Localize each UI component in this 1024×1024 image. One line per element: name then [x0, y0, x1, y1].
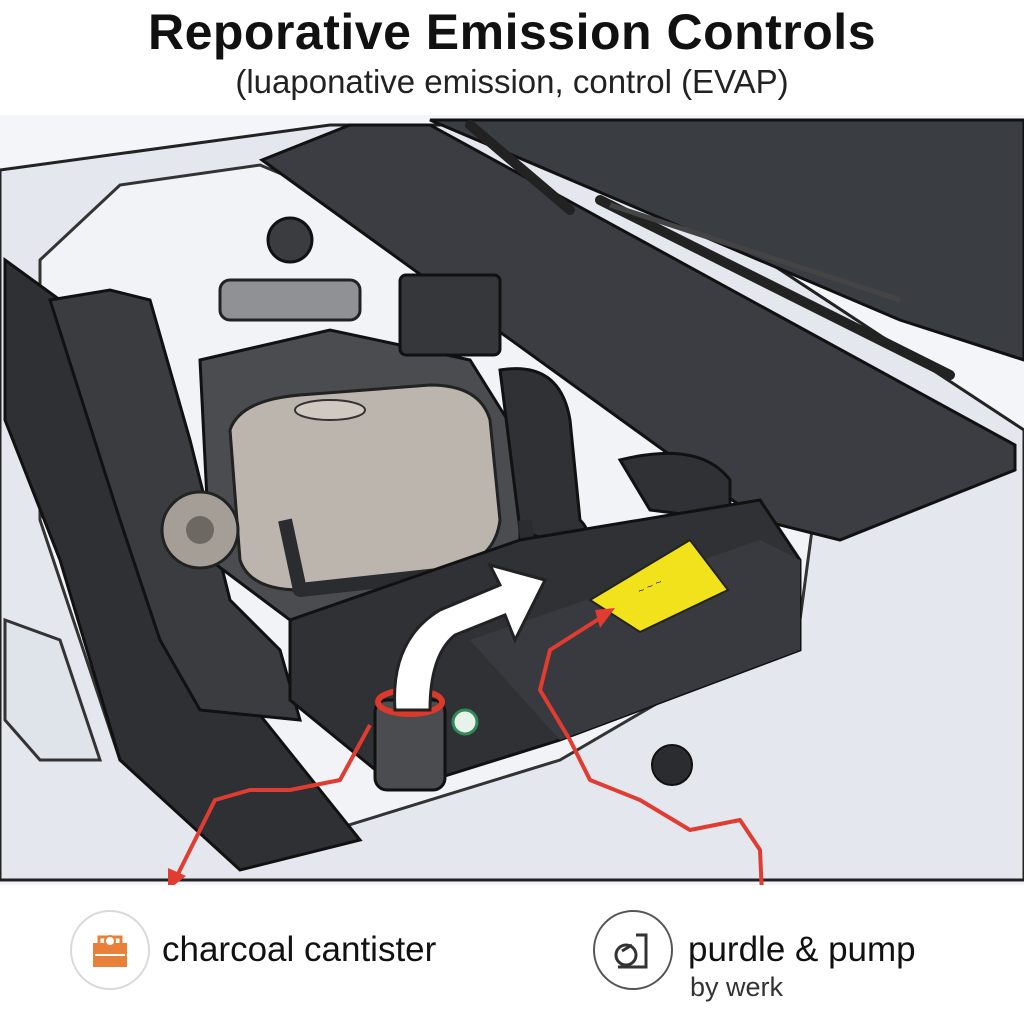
green-valve-indicator: [451, 708, 479, 736]
engine-cover: [228, 383, 502, 592]
engine-bay-illustration: ~ ~ ~: [0, 115, 1024, 885]
reservoir-cap: [266, 216, 314, 264]
legend-sublabel-purge-pump: by werk: [690, 972, 784, 1002]
engine-cover-cap: [294, 399, 366, 421]
charcoal-canister-icon: [70, 910, 150, 990]
vapor-flow-arrow: [393, 562, 548, 712]
breather-hose: [617, 451, 732, 522]
wiper-arm-right: [595, 195, 955, 380]
purge-pump-icon: [593, 910, 673, 990]
legend-label-purge-pump: purdle & pump: [688, 930, 916, 969]
headlight: [3, 617, 103, 762]
wiper-blade: [609, 202, 901, 303]
callout-arrowhead-canister: [168, 868, 186, 885]
callout-line-pump: [538, 613, 764, 885]
windshield: [429, 118, 1024, 362]
callout-line-canister: [173, 724, 372, 881]
relay-box: [398, 273, 502, 357]
diagram-subtitle: (luaponative emission, control (EVAP): [235, 63, 789, 100]
wiper-arm-left: [465, 120, 575, 215]
throttle-hub: [186, 516, 214, 544]
fuel-rail: [218, 278, 362, 322]
legend-label-charcoal-canister: charcoal cantister: [162, 930, 437, 969]
body-grommet: [651, 744, 693, 786]
warning-label: [588, 538, 730, 634]
callout-arrowhead-label: [595, 608, 615, 628]
diagram-title: Reporative Emission Controls: [147, 4, 877, 60]
